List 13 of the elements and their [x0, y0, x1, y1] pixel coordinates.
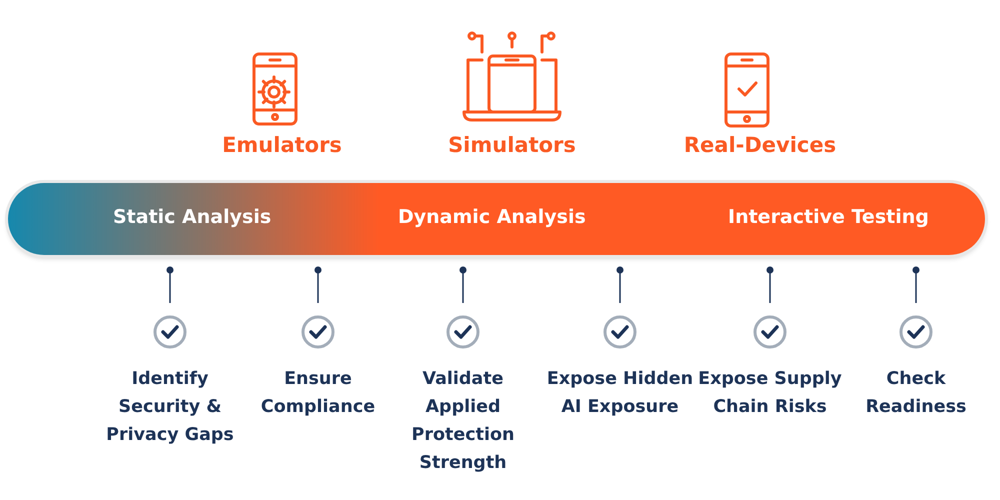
- benefit-text: Expose Supply Chain Risks: [697, 368, 843, 419]
- timeline-bar: [8, 183, 985, 255]
- device-label: Simulators: [447, 133, 577, 157]
- phase-title: Static Analysis: [113, 206, 272, 228]
- phase-title: Interactive Testing: [728, 206, 929, 228]
- device-label: Emulators: [221, 133, 343, 157]
- benefit-text: Check Readiness: [864, 368, 968, 419]
- benefit-text: Ensure Compliance: [260, 368, 376, 419]
- phase-title: Dynamic Analysis: [398, 206, 586, 228]
- benefit-text: Validate Applied Protection Strength: [410, 368, 516, 475]
- benefit-text: Expose Hidden AI Exposure: [546, 368, 694, 419]
- device-label: Real-Devices: [682, 133, 838, 157]
- benefit-text: Identify Security & Privacy Gaps: [105, 368, 235, 447]
